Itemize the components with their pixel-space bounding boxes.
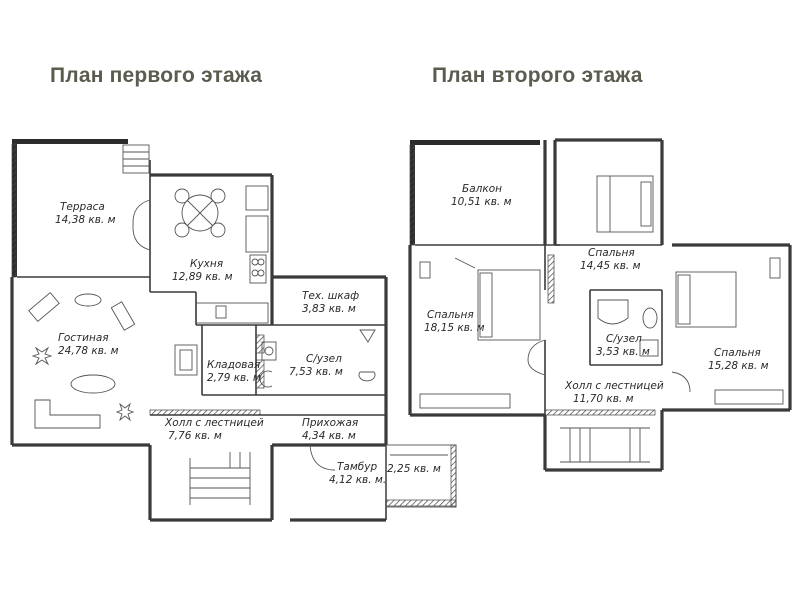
left-bedroom-name: Спальня — [427, 309, 474, 321]
bath2-name: С/узел — [606, 333, 642, 345]
hall2-name: Холл с лестницей — [564, 380, 664, 392]
first-floor-plan: Терраса 14,38 кв. м Кухня 12,89 кв. м Го… — [10, 139, 457, 522]
hall1-area: 7,76 кв. м — [168, 430, 222, 442]
bath2-area: 3,53 кв. м — [596, 346, 650, 358]
porch-area: 2,25 кв. м — [387, 463, 441, 475]
terrace-room — [11, 139, 151, 278]
vestibule-name: Тамбур — [337, 461, 377, 473]
kitchen-room — [150, 173, 274, 325]
first-floor-hall — [148, 445, 274, 522]
second-floor-title: План второго этажа — [432, 64, 643, 87]
terrace-name: Терраса — [60, 201, 105, 213]
balcony-room — [409, 140, 560, 246]
bath1-area: 7,53 кв. м — [289, 366, 343, 378]
living-name: Гостиная — [58, 332, 109, 344]
service-rooms — [149, 275, 388, 445]
top-bedroom-room — [553, 138, 664, 246]
entry-name: Прихожая — [302, 417, 358, 429]
second-floor-plan: Балкон 10,51 кв. м Спальня 14,45 кв. м С… — [408, 138, 792, 472]
pantry-area: 2,79 кв. м — [207, 372, 261, 384]
vestibule-room — [272, 443, 457, 522]
right-bedroom-name: Спальня — [714, 347, 761, 359]
left-bedroom-room — [408, 245, 555, 417]
top-bedroom-name: Спальня — [588, 247, 635, 259]
hall2-area: 11,70 кв. м — [573, 393, 634, 405]
tech-name: Тех. шкаф — [302, 290, 359, 302]
entry-area: 4,34 кв. м — [302, 430, 356, 442]
kitchen-name: Кухня — [190, 258, 223, 270]
top-bedroom-area: 14,45 кв. м — [580, 260, 641, 272]
terrace-area: 14,38 кв. м — [55, 214, 116, 226]
bath2-room — [589, 289, 663, 366]
second-floor-hall — [543, 409, 664, 472]
hall1-name: Холл с лестницей — [164, 417, 264, 429]
right-bedroom-area: 15,28 кв. м — [708, 360, 769, 372]
vestibule-area: 4,12 кв. м. — [329, 474, 386, 486]
tech-area: 3,83 кв. м — [302, 303, 356, 315]
bath1-name: С/узел — [306, 353, 342, 365]
balcony-area: 10,51 кв. м — [451, 196, 512, 208]
pantry-name: Кладовая — [207, 359, 260, 371]
left-bedroom-area: 18,15 кв. м — [424, 322, 485, 334]
balcony-name: Балкон — [462, 183, 502, 195]
kitchen-area: 12,89 кв. м — [172, 271, 233, 283]
first-floor-title: План первого этажа — [50, 64, 263, 87]
living-room — [10, 277, 272, 447]
right-bedroom-room — [662, 243, 792, 412]
living-area: 24,78 кв. м — [58, 345, 119, 357]
